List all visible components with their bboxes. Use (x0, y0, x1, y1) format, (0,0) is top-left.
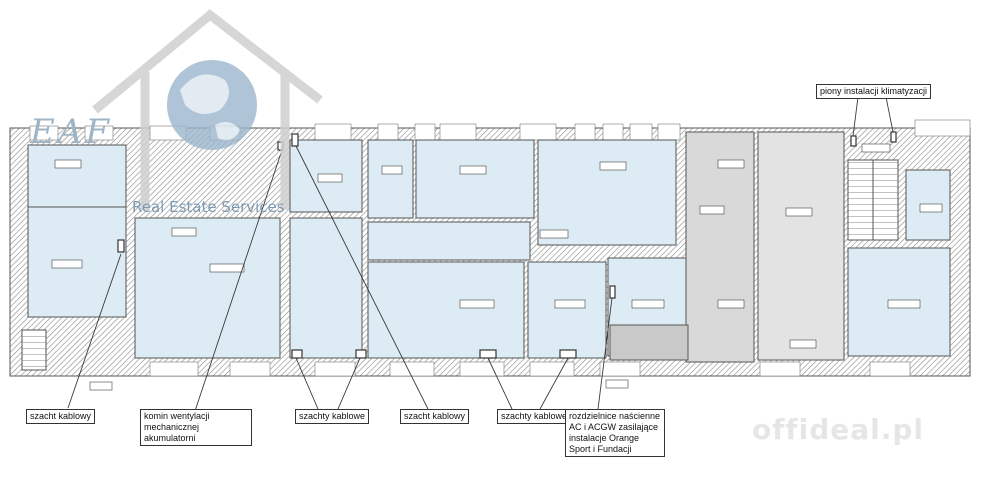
callout-szachty-kablowe-2: szachty kablowe (497, 409, 572, 424)
leader-lines (67, 96, 894, 412)
shaft-markers (117, 131, 897, 359)
callout-szacht-kablowy-2: szacht kablowy (400, 409, 470, 424)
callout-rozdzielnice: rozdzielnice naścienne AC i ACGW zasilaj… (565, 409, 665, 457)
callout-piony-klimatyzacji: piony instalacji klimatyzacji (816, 84, 932, 99)
windows-bottom (149, 361, 911, 377)
callout-komin-wentylacji: komin wentylacji mechanicznej akumulator… (140, 409, 252, 446)
logo-house-icon (92, 9, 323, 210)
logo-brand: EAF (30, 112, 112, 152)
core-gray-zone (609, 131, 845, 363)
callout-szacht-kablowy-1: szacht kablowy (26, 409, 96, 424)
room-label-plates (51, 143, 943, 391)
logo-tagline: Real Estate Services (132, 198, 285, 216)
callout-szachty-kablowe-1: szachty kablowe (295, 409, 370, 424)
staircase (21, 159, 899, 371)
watermark-text: offideal.pl (752, 413, 924, 446)
globe-icon (167, 60, 257, 150)
